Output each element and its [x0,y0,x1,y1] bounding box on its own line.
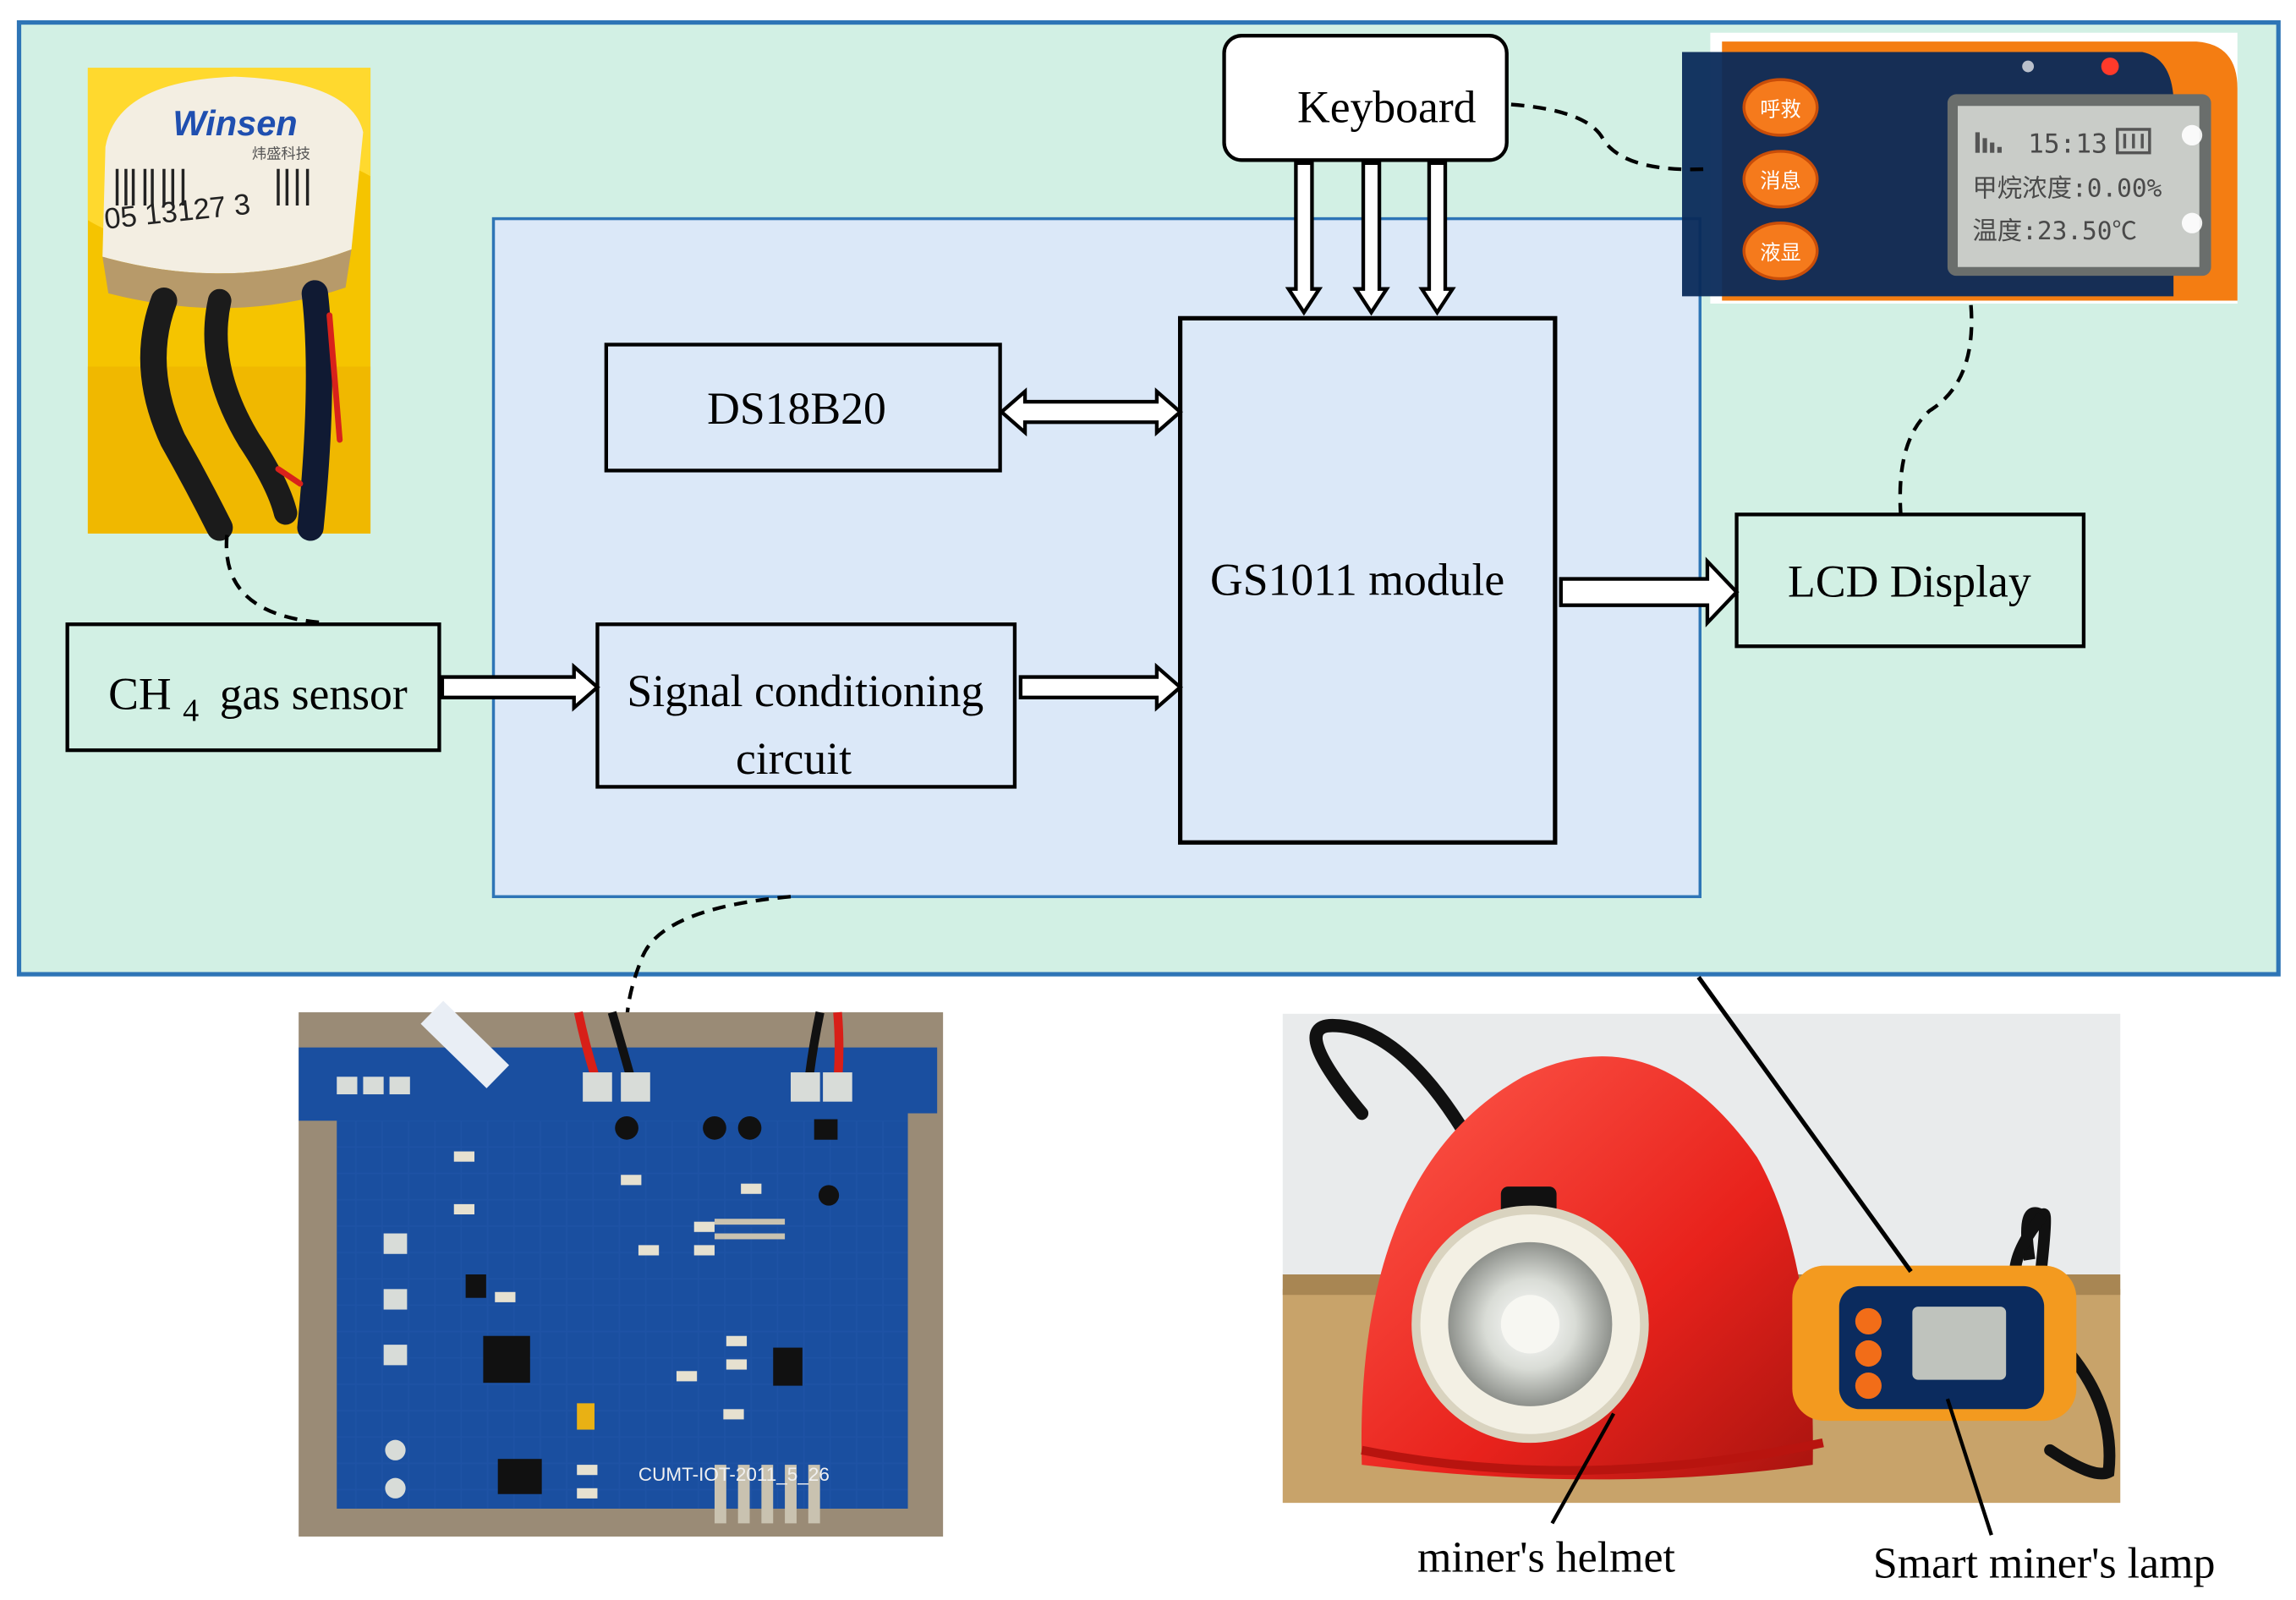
leader-panel-to-lamp [1696,975,1913,1274]
lcd-display-block [1734,512,2086,649]
lcd-time-text: 15:13 [2028,129,2107,160]
lcd-display-label: LCD Display [1788,556,2031,606]
arrows [440,161,1740,712]
keyboard-label: Keyboard [1297,81,1477,132]
device-button-2-text: 消息 [1760,170,1800,193]
smart-lamp-device [1792,1265,2077,1422]
arrow-ds18b20-gs1011 [999,387,1183,437]
pcb-label-text: CUMT-IOT-2011_5_26 [638,1464,830,1485]
gs1011-label: GS1011 module [1210,555,1504,605]
arrow-keyboard-2 [1352,161,1390,316]
device-buttons: 呼救 消息 液显 [1742,78,1819,281]
device-button-3-text: 液显 [1760,242,1800,265]
lcd-line2-text: 温度:23.50℃ [1972,216,2137,245]
leader-lamp [1945,1398,1993,1536]
lamp-caption: Smart miner's lamp [1873,1539,2216,1587]
pcb-photo: CUMT-IOT-2011_5_26 [299,1000,944,1537]
ch4-rest: gas sensor [220,669,408,720]
lcd-battery-icon [2116,128,2151,155]
sensor-brand-text: Winsen [173,103,297,143]
sensor-barcode [115,168,310,206]
ch4-sensor-label: CH 4 gas sensor [108,669,408,732]
signal-conditioning-line1: Signal conditioning [627,666,984,716]
signal-conditioning-line2: circuit [736,733,852,784]
sensor-wires [140,280,343,541]
arrow-gs1011-to-lcd [1559,556,1740,627]
arrow-keyboard-1 [1285,161,1323,316]
link-device-lcd [1898,304,1974,513]
sensor-subtitle-text: 炜盛科技 [252,145,310,162]
ch4-subscript: 4 [183,693,199,728]
arrow-sensor-to-conditioning [440,662,600,712]
ds18b20-block [604,342,1002,473]
gas-sensor-photo: Winsen 炜盛科技 05 13127 3 [87,68,371,541]
helmet-lamp-photo [1282,1013,2121,1504]
signal-conditioning-block [595,622,1017,789]
keyboard-block [1222,33,1509,162]
leader-helmet [1550,1412,1616,1525]
lcd-line1-text: 甲烷浓度:0.00% [1972,174,2162,203]
head-lamp [1411,1186,1649,1444]
lcd-signal-icon [1975,132,2002,153]
gs1011-block [1177,315,1558,845]
ch4-main: CH [108,669,172,720]
helmet-caption: miner's helmet [1417,1534,1676,1582]
arrow-keyboard-3 [1418,161,1456,316]
device-button-1-text: 呼救 [1760,98,1800,121]
arrow-conditioning-to-gs1011 [1018,662,1183,712]
ch4-sensor-block [65,622,441,753]
link-sensor-photo [224,534,326,625]
link-panel-pcb [624,895,792,1026]
ds18b20-label: DS18B20 [707,383,886,434]
lcd-device-photo: 15:13 甲烷浓度:0.00% 温度:23.50℃ 呼救 消息 液显 [1682,32,2238,304]
